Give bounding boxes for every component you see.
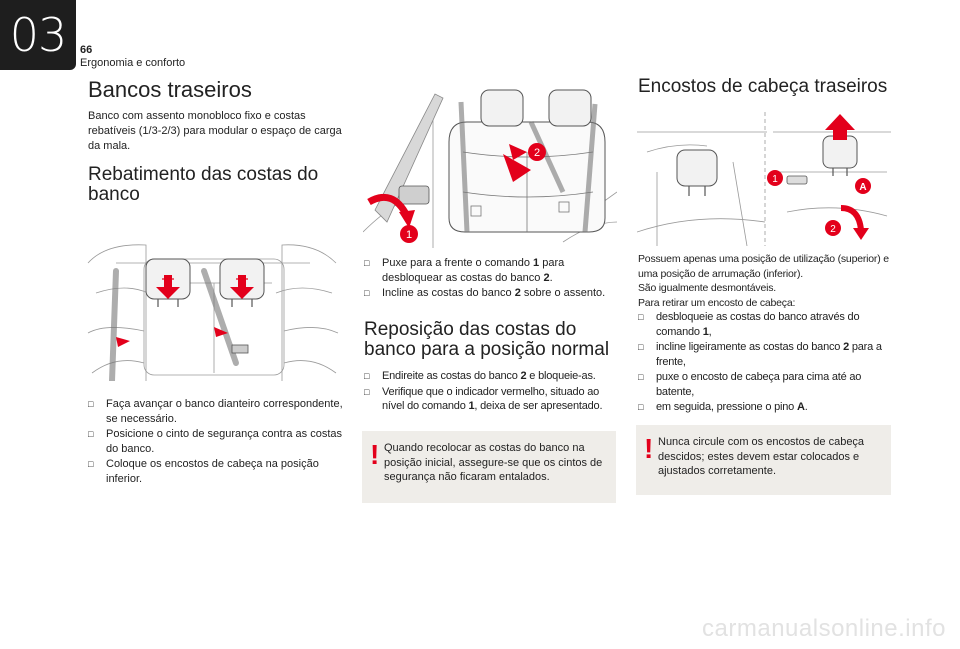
- warning-text: Nunca circule com os encostos de cabeça …: [658, 436, 865, 477]
- seat-fold-illustration: [86, 223, 340, 381]
- list-item: □Posicione o cinto de segurança contra a…: [88, 428, 343, 455]
- release-steps-list: □Puxe para a frente o comando 1 para des…: [364, 256, 614, 302]
- list-item: □desbloqueie as costas do banco através …: [638, 311, 860, 338]
- arrow-bullet-icon: □: [638, 372, 644, 382]
- arrow-bullet-icon: □: [638, 402, 644, 412]
- list-item: □Coloque os encostos de cabeça na posiçã…: [88, 458, 319, 485]
- section-title: Ergonomia e conforto: [80, 57, 186, 69]
- page-title: Bancos traseiros: [88, 77, 252, 102]
- arrow-bullet-icon: □: [638, 342, 644, 352]
- backrest-release-illustration: 1 2: [363, 82, 617, 248]
- list-item: □Verifique que o indicador vermelho, sit…: [364, 385, 603, 413]
- headrest-removal-illustration: 1 A 2: [637, 112, 891, 246]
- list-item: □Faça avançar o banco dianteiro correspo…: [88, 398, 343, 425]
- arrow-bullet-icon: □: [88, 399, 94, 409]
- fold-steps-list: □Faça avançar o banco dianteiro correspo…: [88, 397, 344, 487]
- subtitle-fold: Rebatimento das costas do banco: [88, 165, 348, 205]
- exclamation-icon: !: [370, 439, 380, 470]
- callout-2: 2: [534, 147, 540, 159]
- list-item: □Puxe para a frente o comando 1 para des…: [364, 257, 565, 284]
- arrow-bullet-icon: □: [638, 312, 644, 322]
- subtitle-reposition-line2: banco para a posição normal: [364, 339, 610, 360]
- arrow-bullet-icon: □: [364, 258, 370, 268]
- subtitle-fold-line1: Rebatimento das costas do: [88, 164, 319, 185]
- subtitle-fold-line2: banco: [88, 184, 140, 205]
- intro-paragraph: Banco com assento monobloco fixo e costa…: [88, 110, 342, 152]
- list-item: □Endireite as costas do banco 2 e bloque…: [364, 370, 596, 382]
- seat-fold-drawing: [87, 244, 339, 381]
- arrow-bullet-icon: □: [364, 288, 370, 298]
- seatbelt-warning-note: ! Quando recolocar as costas do banco na…: [362, 431, 616, 503]
- list-item: □incline ligeiramente as costas do banco…: [638, 341, 882, 368]
- list-item: □puxe o encosto de cabeça para cima até …: [638, 371, 862, 398]
- arrow-bullet-icon: □: [88, 429, 94, 439]
- headrest-removal-drawing: 1 A 2: [637, 112, 891, 246]
- callout-a: A: [859, 182, 866, 193]
- headrests-title: Encostos de cabeça traseiros: [638, 76, 888, 97]
- list-item: □Incline as costas do banco 2 sobre o as…: [364, 287, 606, 299]
- callout-2: 2: [830, 224, 836, 235]
- headrest-para-remove-intro: Para retirar um encosto de cabeça:: [638, 296, 796, 309]
- headrest-steps-list: □desbloqueie as costas do banco através …: [638, 310, 894, 415]
- reposition-steps-list: □Endireite as costas do banco 2 e bloque…: [364, 369, 618, 415]
- subtitle-reposition-line1: Reposição das costas do: [364, 319, 577, 340]
- warning-text: Quando recolocar as costas do banco na p…: [384, 442, 603, 483]
- exclamation-icon: !: [644, 433, 654, 464]
- arrow-bullet-icon: □: [364, 386, 370, 397]
- subtitle-reposition: Reposição das costas do banco para a pos…: [364, 320, 624, 360]
- chapter-tab: 03: [0, 0, 76, 70]
- arrow-bullet-icon: □: [364, 371, 370, 381]
- watermark: carmanualsonline.info: [702, 615, 946, 642]
- callout-1: 1: [772, 174, 778, 185]
- headrest-para-removable: São igualmente desmontáveis.: [638, 282, 776, 294]
- backrest-release-drawing: 1 2: [363, 89, 617, 248]
- list-item: □em seguida, pressione o pino A.: [638, 401, 808, 413]
- headrest-description: Possuem apenas uma posição de utilização…: [638, 252, 894, 416]
- callout-1: 1: [406, 229, 412, 241]
- arrow-bullet-icon: □: [88, 459, 94, 469]
- headrest-warning-note: ! Nunca circule com os encostos de cabeç…: [636, 425, 891, 495]
- page-number: 66: [80, 44, 93, 56]
- headrest-para-positions: Possuem apenas uma posição de utilização…: [638, 253, 889, 280]
